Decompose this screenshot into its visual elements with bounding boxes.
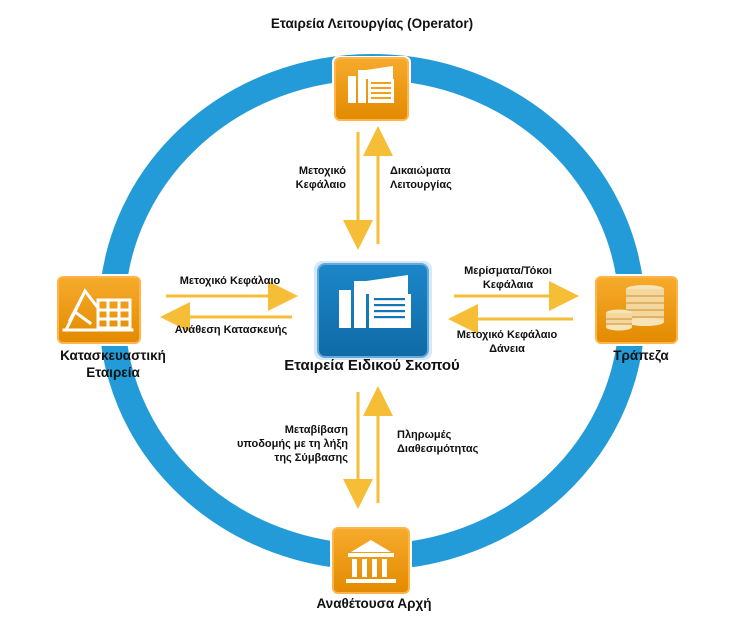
flow-center-to-top-line-2: Λειτουργίας [390, 178, 452, 191]
flow-center-to-right-label: Μερίσματα/Τόκοι Κεφάλαια [443, 265, 573, 293]
flow-center-to-bottom-line-2: υποδομής με τη λήξη [237, 437, 348, 450]
flow-left-to-center-label: Μετοχικό Κεφάλαιο [179, 275, 281, 287]
node-left-label-line-2: Εταιρεία [86, 364, 140, 380]
government-building-icon [346, 540, 396, 583]
node-right [593, 274, 680, 346]
building-icon [348, 66, 394, 103]
node-right-label: Τράπεζα [613, 348, 669, 363]
node-left-label: Κατασκευαστική Εταιρεία [31, 348, 195, 382]
node-left-label-line-1: Κατασκευαστική [60, 348, 166, 363]
node-left [55, 274, 143, 346]
flow-center-to-right-line-1: Μερίσματα/Τόκοι [464, 265, 552, 277]
node-top [332, 56, 411, 122]
flow-top-to-center-line-1: Μετοχικό [298, 165, 346, 177]
flow-right-to-center-line-2: Δάνεια [489, 342, 525, 355]
node-center [314, 261, 432, 360]
flow-center-to-top-label: Δικαιώματα Λειτουργίας [390, 165, 502, 193]
flow-center-to-left-label: Ανάθεση Κατασκευής [174, 324, 288, 336]
center-node-label: Εταιρεία Ειδικού Σκοπού [284, 357, 460, 374]
node-top-label: Εταιρεία Λειτουργίας (Operator) [270, 16, 474, 31]
flow-top-to-center-label: Μετοχικό Κεφάλαιο [250, 165, 346, 193]
flow-center-to-right-line-2: Κεφάλαια [482, 278, 534, 291]
coins-icon [606, 285, 664, 331]
flow-center-to-bottom-label: Μεταβίβαση υποδομής με τη λήξη της Σύμβα… [188, 424, 348, 465]
flow-center-to-bottom-line-3: της Σύμβασης [274, 451, 348, 464]
flow-top-to-center-line-2: Κεφάλαιο [295, 178, 346, 191]
flow-right-to-center-line-1: Μετοχικό Κεφάλαιο [456, 329, 558, 341]
node-bottom [330, 526, 412, 596]
building-icon [339, 275, 411, 328]
flow-center-to-top-line-1: Δικαιώματα [390, 165, 451, 177]
flow-bottom-to-center-line-1: Πληρωμές [397, 429, 452, 441]
node-bottom-label: Αναθέτουσα Αρχή [316, 596, 432, 611]
flow-bottom-to-center-label: Πληρωμές Διαθεσιμότητας [397, 429, 521, 457]
flow-center-to-bottom-line-1: Μεταβίβαση [284, 424, 348, 436]
crane-icon [62, 288, 134, 332]
flow-right-to-center-label: Μετοχικό Κεφάλαιο Δάνεια [442, 329, 572, 357]
flow-bottom-to-center-line-2: Διαθεσιμότητας [397, 442, 479, 455]
